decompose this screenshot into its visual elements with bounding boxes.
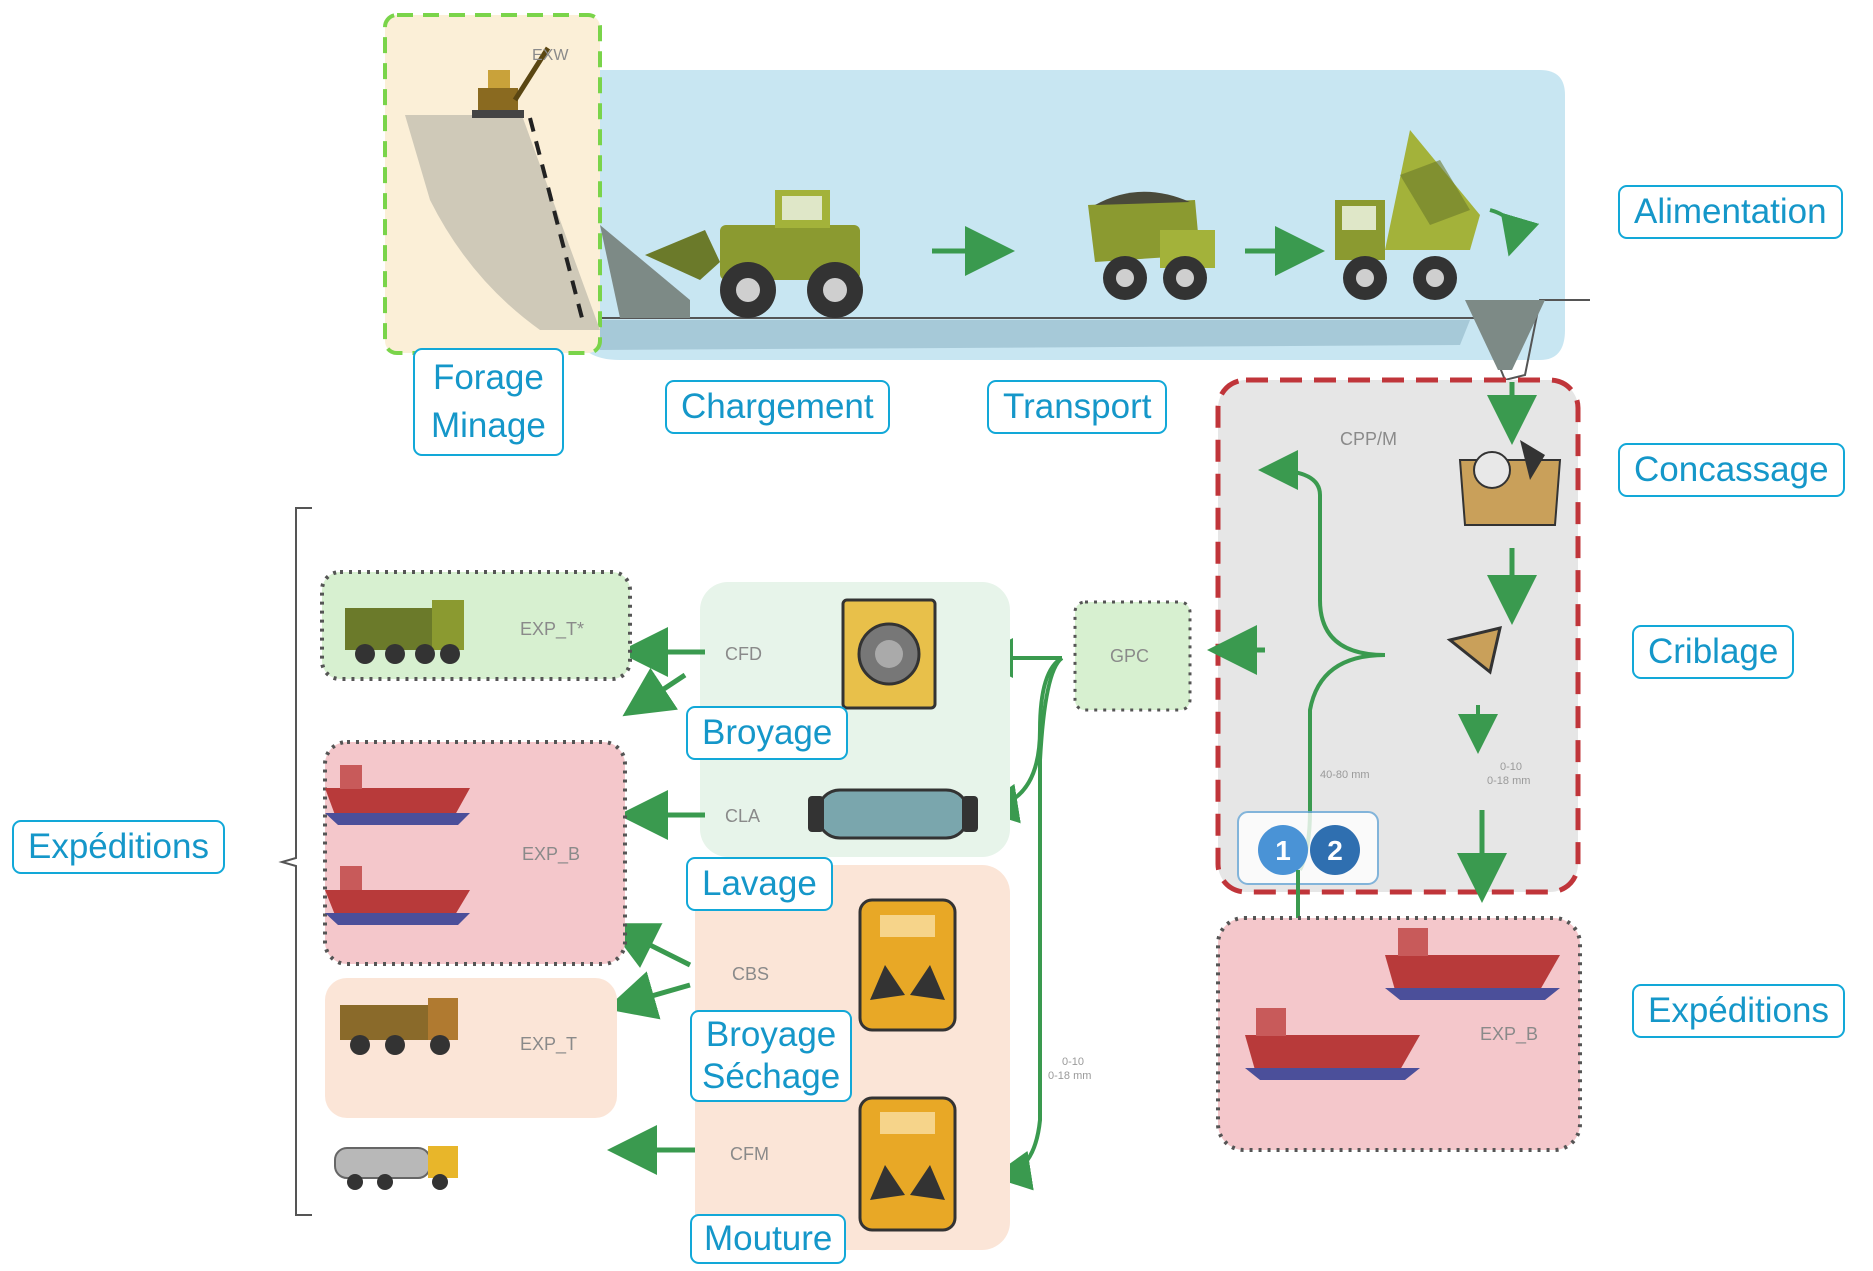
label-chargement: Chargement: [665, 380, 890, 434]
truck-icon: [340, 998, 458, 1055]
size-fine-center: 0-10 0-18 mm: [1048, 1056, 1091, 1082]
tanker-truck-icon: [335, 1146, 458, 1190]
military-truck-icon: [345, 600, 464, 664]
exp-t-label: EXP_T: [520, 1034, 577, 1055]
svg-text:1: 1: [1275, 835, 1291, 866]
mill-icon: [860, 900, 955, 1030]
label-expeditions-left: Expéditions: [12, 820, 225, 874]
cfd-label: CFD: [725, 644, 762, 664]
label-transport: Transport: [987, 380, 1167, 434]
washer-drum-icon: [808, 790, 978, 838]
exp-t-star-label: EXP_T*: [520, 619, 584, 640]
label-forage-minage: Forage Minage: [413, 348, 564, 456]
cpp-label: CPP/M: [1340, 429, 1397, 449]
label-lavage: Lavage: [686, 857, 833, 911]
distribution-arrow: [1003, 658, 1062, 1175]
label-concassage: Concassage: [1618, 443, 1845, 497]
gpc-label: GPC: [1110, 646, 1149, 666]
label-mouture: Mouture: [690, 1214, 846, 1264]
label-broyage-sechage: Broyage Séchage: [690, 1010, 852, 1102]
label-broyage: Broyage: [686, 706, 848, 760]
label-alimentation: Alimentation: [1618, 185, 1843, 239]
svg-text:2: 2: [1327, 835, 1343, 866]
cla-label: CLA: [725, 806, 760, 826]
mill-icon: [843, 600, 935, 708]
mill-icon: [860, 1098, 955, 1230]
ground-shadow: [570, 320, 1470, 350]
badge-2: 2: [1310, 825, 1360, 875]
exp-b-left-label: EXP_B: [522, 844, 580, 865]
flow-arrow: [635, 675, 685, 708]
badge-1: 1: [1258, 825, 1308, 875]
cbs-label: CBS: [732, 964, 769, 984]
flow-arrow: [620, 985, 690, 1005]
exp-b-right-label: EXP_B: [1480, 1024, 1538, 1045]
label-criblage: Criblage: [1632, 625, 1794, 679]
size-coarse: 40-80 mm: [1320, 769, 1370, 781]
flow-arrow: [620, 930, 690, 965]
cfm-label: CFM: [730, 1144, 769, 1164]
expeditions-bracket: [282, 508, 312, 1215]
exw-label: EXW: [532, 47, 569, 64]
label-expeditions-right: Expéditions: [1632, 984, 1845, 1038]
